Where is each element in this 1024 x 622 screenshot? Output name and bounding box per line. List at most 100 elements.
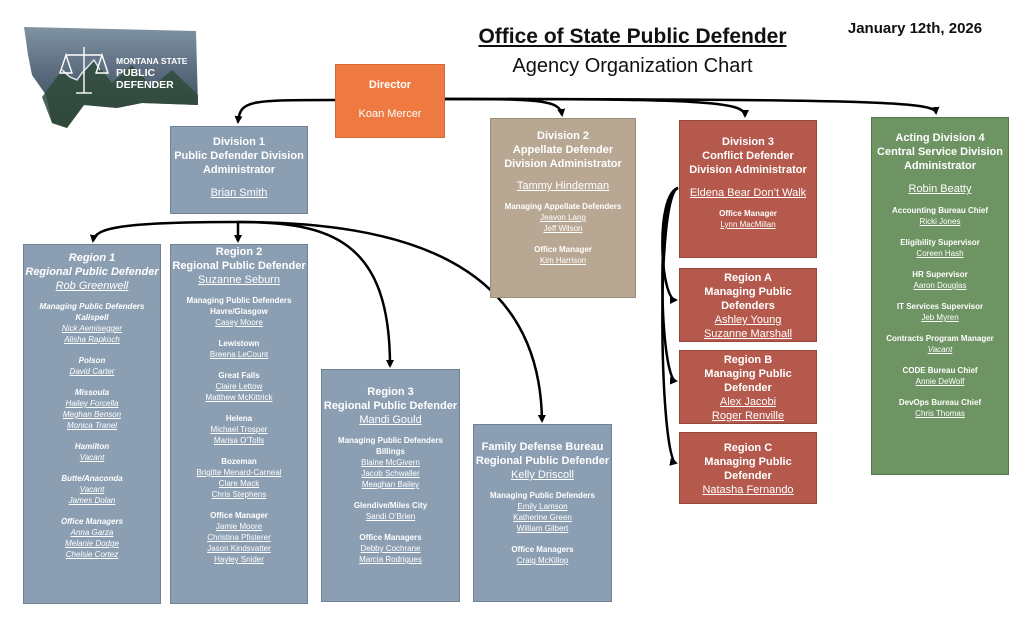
division4-person[interactable]: Vacant: [927, 345, 953, 354]
region3-location: Billings: [376, 447, 405, 456]
division4-role: HR Supervisor: [912, 270, 968, 279]
regionC-person[interactable]: Natasha Fernando: [702, 484, 794, 496]
family-defense-title-2: Regional Public Defender: [475, 455, 610, 467]
division4-role: IT Services Supervisor: [896, 302, 984, 311]
region1-group-heading: Office Managers: [60, 517, 124, 526]
region3-person[interactable]: Marcia Rodrigues: [359, 555, 422, 564]
family-defense-title-1: Family Defense Bureau: [481, 441, 604, 453]
division3-person[interactable]: Lynn MacMillan: [720, 220, 776, 229]
division3-box: Division 3 Conflict Defender Division Ad…: [679, 120, 817, 258]
region1-person[interactable]: Vacant: [79, 485, 105, 494]
region2-person[interactable]: Casey Moore: [215, 318, 263, 327]
line-director-div2: [444, 97, 566, 117]
region2-person[interactable]: Matthew McKittrick: [205, 393, 273, 402]
division4-person[interactable]: Jeb Myren: [921, 313, 959, 322]
division4-role: DevOps Bureau Chief: [898, 398, 982, 407]
logo-line-1: MONTANA STATE: [116, 56, 188, 66]
division4-person[interactable]: Annie DeWolf: [915, 377, 965, 386]
division4-title-3: Administrator: [903, 160, 977, 172]
division4-role: CODE Bureau Chief: [902, 366, 978, 375]
division2-person[interactable]: Kim Harrison: [539, 256, 587, 265]
division4-person[interactable]: Ricki Jones: [919, 217, 961, 226]
family-defense-person[interactable]: Emily Lamson: [517, 502, 568, 511]
division4-role: Eligibility Supervisor: [900, 238, 980, 247]
regionB-person[interactable]: Alex Jacobi: [719, 396, 777, 408]
family-defense-name[interactable]: Kelly Driscoll: [511, 469, 574, 481]
region2-person[interactable]: Michael Trosper: [210, 425, 268, 434]
division3-name[interactable]: Eldena Bear Don’t Walk: [689, 187, 807, 199]
division4-person[interactable]: Aaron Douglas: [913, 281, 967, 290]
division2-box: Division 2 Appellate Defender Division A…: [490, 118, 636, 298]
region2-location: Great Falls: [218, 371, 260, 380]
regionA-title-3: Defenders: [721, 300, 775, 312]
division4-name[interactable]: Robin Beatty: [908, 183, 972, 195]
division4-person[interactable]: Coreen Hash: [916, 249, 964, 258]
division2-person[interactable]: Jeff Wilson: [543, 224, 583, 233]
region2-group-heading: Managing Public Defenders: [186, 296, 292, 305]
region3-person[interactable]: Blaine McGivern: [361, 458, 420, 467]
region3-person[interactable]: Debby Cochrane: [360, 544, 421, 553]
division1-name[interactable]: Brian Smith: [210, 187, 268, 199]
region2-person[interactable]: Chris Stephens: [211, 490, 267, 499]
regionA-box: Region A Managing Public Defenders Ashle…: [679, 268, 817, 342]
region3-title-1: Region 3: [367, 386, 414, 398]
region2-person[interactable]: Claire Lettow: [215, 382, 263, 391]
line-div3-regionC: [661, 186, 679, 466]
region1-person[interactable]: David Carter: [69, 367, 115, 376]
region2-location: Lewistown: [218, 339, 260, 348]
region1-person[interactable]: Chelsie Cortez: [65, 550, 119, 559]
family-defense-group-heading: Office Managers: [511, 545, 574, 554]
region1-name[interactable]: Rob Greenwell: [55, 280, 129, 292]
region2-person[interactable]: Clare Mack: [218, 479, 260, 488]
scales-of-justice-icon: [59, 47, 109, 94]
family-defense-person[interactable]: Craig McKillop: [516, 556, 569, 565]
division4-person[interactable]: Chris Thomas: [915, 409, 965, 418]
region1-person[interactable]: Melanie Dodge: [65, 539, 119, 548]
region1-person[interactable]: Alisha Rapkoch: [64, 335, 120, 344]
division3-group-heading: Office Manager: [719, 209, 777, 218]
region2-title-1: Region 2: [215, 246, 263, 258]
region2-person[interactable]: Jamie Moore: [215, 522, 263, 531]
regionB-person[interactable]: Roger Renville: [711, 410, 785, 422]
family-defense-person[interactable]: William Gilbert: [516, 524, 569, 533]
region1-person[interactable]: Meghan Benson: [62, 410, 122, 419]
regionA-title-2: Managing Public: [704, 286, 792, 298]
region3-location: Glendive/Miles City: [353, 501, 428, 510]
region3-person[interactable]: Sandi O’Brien: [365, 512, 416, 521]
region1-person[interactable]: Vacant: [79, 453, 105, 462]
region1-location: Hamilton: [74, 442, 110, 451]
region1-person[interactable]: James Dolan: [68, 496, 116, 505]
region2-name[interactable]: Suzanne Seburn: [198, 274, 280, 286]
region1-person[interactable]: Anna Garza: [70, 528, 114, 537]
director-name: Koan Mercer: [358, 108, 422, 120]
division3-title-2: Conflict Defender: [702, 150, 794, 162]
regionB-title-2: Managing Public: [704, 368, 792, 380]
page-subtitle: Agency Organization Chart: [512, 55, 753, 77]
region2-person[interactable]: Jason Kindsvatter: [207, 544, 271, 553]
division2-name[interactable]: Tammy Hinderman: [516, 180, 610, 192]
division1-title-1: Division 1: [213, 136, 265, 148]
region3-person[interactable]: Jacob Schwaller: [361, 469, 420, 478]
family-defense-person[interactable]: Katherine Green: [513, 513, 572, 522]
family-defense-box: Family Defense Bureau Regional Public De…: [473, 424, 612, 602]
division2-title-1: Division 2: [537, 130, 589, 142]
region3-group-heading: Managing Public Defenders: [338, 436, 443, 445]
region1-person[interactable]: Hailey Forcella: [65, 399, 119, 408]
region1-person[interactable]: Monica Tranel: [66, 421, 118, 430]
region1-person[interactable]: Nick Aemisegger: [61, 324, 123, 333]
regionC-title-2: Managing Public: [704, 456, 792, 468]
region2-person[interactable]: Hayley Snider: [214, 555, 264, 564]
region2-box: Region 2 Regional Public Defender Suzann…: [170, 244, 308, 604]
division2-person[interactable]: Jeavon Lang: [540, 213, 586, 222]
regionA-person[interactable]: Ashley Young: [714, 314, 782, 326]
region1-title-2: Regional Public Defender: [25, 266, 159, 278]
regionA-title-1: Region A: [724, 272, 772, 284]
regionA-person[interactable]: Suzanne Marshall: [703, 328, 793, 340]
region3-person[interactable]: Meaghan Bailey: [361, 480, 420, 489]
regionB-box: Region B Managing Public Defender Alex J…: [679, 350, 817, 424]
region2-person[interactable]: Marisa O’Tolls: [213, 436, 265, 445]
region3-name[interactable]: Mandi Gould: [359, 414, 422, 426]
region2-person[interactable]: Breena LeCount: [209, 350, 269, 359]
region2-person[interactable]: Brigitte Menard-Carneal: [196, 468, 282, 477]
region2-person[interactable]: Christina Pfisterer: [207, 533, 271, 542]
